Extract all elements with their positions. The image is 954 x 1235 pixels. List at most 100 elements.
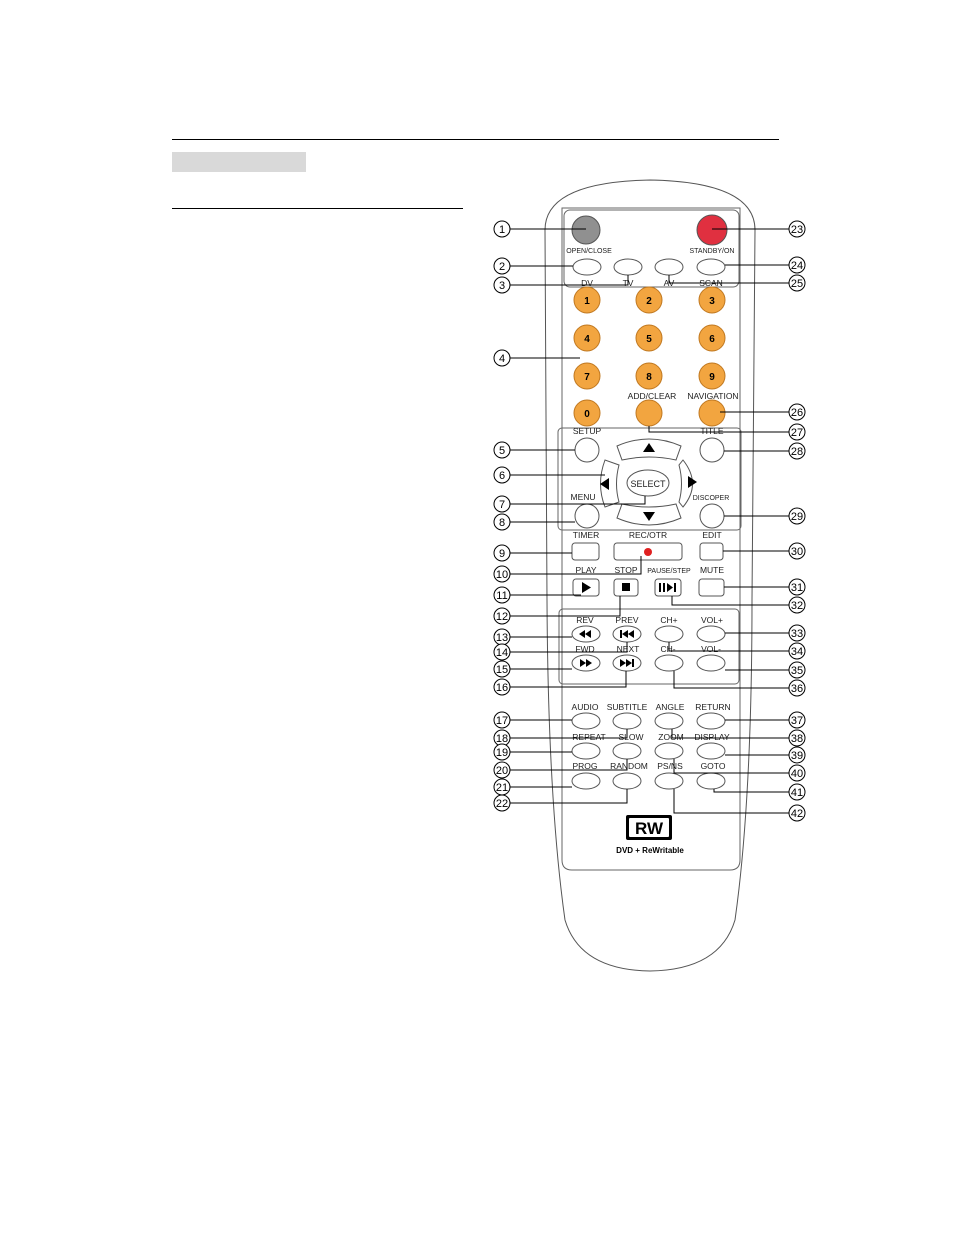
angle-button[interactable] — [654, 712, 684, 730]
zoom-button[interactable] — [654, 742, 684, 760]
record-icon — [644, 548, 652, 556]
callout-21: 21 — [496, 782, 508, 794]
random-button[interactable] — [612, 772, 642, 790]
digit-5-button[interactable] — [635, 324, 663, 352]
select-label: SELECT — [630, 479, 666, 489]
digit-6-button[interactable] — [698, 324, 726, 352]
callout-39: 39 — [791, 750, 803, 762]
callout-42: 42 — [791, 808, 803, 820]
digit-8-button[interactable] — [635, 362, 663, 390]
scan-button[interactable] — [696, 258, 726, 276]
callout-10: 10 — [496, 569, 508, 581]
left-arrow-button[interactable] — [600, 459, 620, 508]
av-button[interactable] — [654, 258, 684, 276]
display-button[interactable] — [696, 742, 726, 760]
open-close-label: OPEN/CLOSE — [566, 248, 612, 255]
setup-label: SETUP — [573, 426, 602, 436]
callout-28: 28 — [791, 446, 803, 458]
timer-label: TIMER — [573, 530, 599, 540]
return-button[interactable] — [696, 712, 726, 730]
add-clear-button[interactable] — [635, 399, 663, 427]
callout-36: 36 — [791, 683, 803, 695]
callout-33: 33 — [791, 628, 803, 640]
logo-caption: DVD + ReWritable — [616, 846, 684, 855]
navigation-label: NAVIGATION — [687, 391, 738, 401]
vol-minus-button[interactable] — [696, 654, 726, 672]
timer-button[interactable] — [571, 542, 600, 561]
callout-38: 38 — [791, 733, 803, 745]
goto-label: GOTO — [701, 761, 726, 771]
callout-30: 30 — [791, 546, 803, 558]
open-close-button[interactable] — [571, 215, 601, 245]
callout-29: 29 — [791, 511, 803, 523]
callout-17: 17 — [496, 715, 508, 727]
prev-label: PREV — [615, 615, 638, 625]
callout-23: 23 — [791, 224, 803, 236]
dv-button[interactable] — [572, 258, 602, 276]
callout-24: 24 — [791, 260, 803, 272]
rev-label: REV — [576, 615, 594, 625]
callout-18: 18 — [496, 733, 508, 745]
title-button[interactable] — [699, 437, 725, 463]
repeat-button[interactable] — [571, 742, 601, 760]
tv-button[interactable] — [613, 258, 643, 276]
digit-3-button[interactable] — [698, 286, 726, 314]
goto-button[interactable] — [696, 772, 726, 790]
callout-13: 13 — [496, 632, 508, 644]
dv-label: DV — [581, 278, 593, 288]
callout-35: 35 — [791, 665, 803, 677]
right-arrow-button[interactable] — [678, 459, 693, 508]
digit-0-button[interactable] — [573, 399, 601, 427]
callout-26: 26 — [791, 407, 803, 419]
ps-ns-button[interactable] — [654, 772, 684, 790]
left-arrow-icon — [600, 478, 609, 490]
svg-text:RW: RW — [635, 819, 664, 838]
section-heading-box — [172, 152, 306, 172]
digit-9-button[interactable] — [698, 362, 726, 390]
prev-icon — [620, 630, 634, 638]
mute-button[interactable] — [698, 578, 725, 597]
digit-2-button[interactable] — [635, 286, 663, 314]
edit-label: EDIT — [702, 530, 721, 540]
digit-2-label: 2 — [646, 296, 652, 307]
discoper-label: DISCOPER — [693, 495, 730, 502]
subtitle-button[interactable] — [612, 712, 642, 730]
callout-31: 31 — [791, 582, 803, 594]
slow-button[interactable] — [612, 742, 642, 760]
display-label: DISPLAY — [694, 732, 730, 742]
callout-11: 11 — [496, 590, 507, 602]
standby-on-button[interactable] — [696, 214, 728, 246]
callout-22: 22 — [496, 798, 508, 810]
menu-label: MENU — [570, 492, 595, 502]
prog-button[interactable] — [571, 772, 601, 790]
ch-plus-label: CH+ — [660, 615, 677, 625]
audio-button[interactable] — [571, 712, 601, 730]
fwd-label: FWD — [575, 644, 594, 654]
zoom-label: ZOOM — [658, 732, 684, 742]
callout-16: 16 — [496, 682, 508, 694]
callout-1: 1 — [499, 224, 505, 236]
add-clear-label: ADD/CLEAR — [628, 391, 677, 401]
vol-plus-button[interactable] — [696, 625, 726, 643]
callout-7: 7 — [499, 499, 505, 511]
discoper-button[interactable] — [699, 503, 725, 529]
navigation-button[interactable] — [698, 399, 726, 427]
menu-button[interactable] — [574, 503, 600, 529]
digit-4-button[interactable] — [573, 324, 601, 352]
rev-icon — [579, 630, 591, 638]
setup-button[interactable] — [574, 437, 600, 463]
callout-19: 19 — [496, 747, 508, 759]
up-arrow-icon — [643, 443, 655, 452]
standby-on-label: STANDBY/ON — [690, 248, 735, 255]
ch-plus-button[interactable] — [654, 625, 684, 643]
digit-4-label: 4 — [584, 334, 590, 345]
select-button[interactable] — [626, 469, 670, 497]
edit-button[interactable] — [699, 542, 724, 561]
digit-7-button[interactable] — [573, 362, 601, 390]
callout-3: 3 — [499, 280, 505, 292]
callout-9: 9 — [499, 548, 505, 560]
ch-minus-button[interactable] — [654, 654, 684, 672]
digit-1-button[interactable] — [573, 286, 601, 314]
repeat-label: REPEAT — [572, 732, 605, 742]
